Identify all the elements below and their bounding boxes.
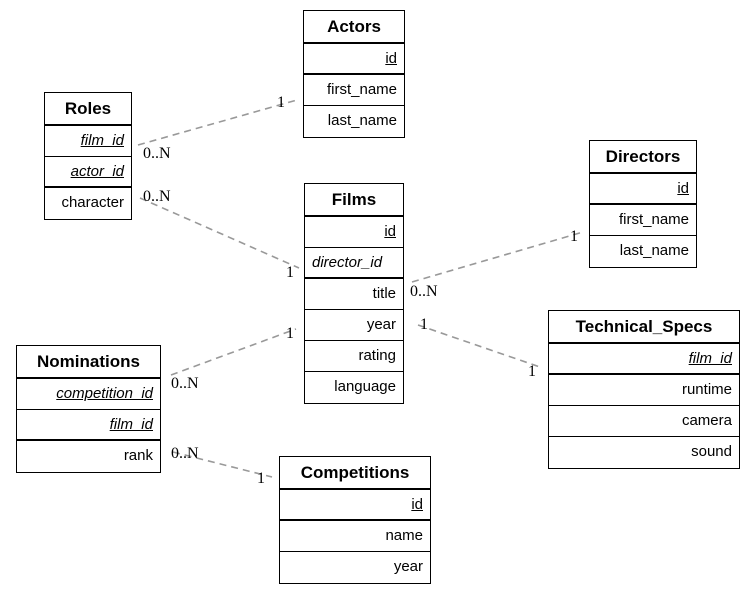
entity-title-directors: Directors — [590, 141, 696, 174]
attribute-films-year[interactable]: year — [305, 310, 403, 341]
attribute-competitions-name[interactable]: name — [280, 521, 430, 552]
relationship-line-films-directors — [411, 231, 584, 283]
attribute-nominations-competition_id[interactable]: competition_id — [17, 379, 160, 410]
attribute-actors-last_name[interactable]: last_name — [304, 106, 404, 137]
attribute-films-director_id[interactable]: director_id — [305, 248, 403, 279]
attribute-technical_specs-camera[interactable]: camera — [549, 406, 739, 437]
cardinality-films-technical_specs-target: 1 — [528, 363, 536, 380]
cardinality-nominations-competitions-target: 1 — [257, 470, 265, 487]
attribute-nominations-film_id[interactable]: film_id — [17, 410, 160, 441]
attribute-technical_specs-runtime[interactable]: runtime — [549, 375, 739, 406]
attribute-actors-first_name[interactable]: first_name — [304, 75, 404, 106]
attribute-films-title[interactable]: title — [305, 279, 403, 310]
attribute-roles-actor_id[interactable]: actor_id — [45, 157, 131, 188]
entity-title-roles: Roles — [45, 93, 131, 126]
entity-title-films: Films — [305, 184, 403, 217]
attribute-directors-id[interactable]: id — [590, 174, 696, 205]
cardinality-roles-films-source: 0..N — [143, 188, 171, 205]
relationship-line-films-technical_specs — [417, 324, 541, 368]
cardinality-nominations-competitions-source: 0..N — [171, 445, 199, 462]
attribute-films-id[interactable]: id — [305, 217, 403, 248]
attribute-directors-first_name[interactable]: first_name — [590, 205, 696, 236]
cardinality-roles-actors-source: 0..N — [143, 145, 171, 162]
attribute-films-language[interactable]: language — [305, 372, 403, 403]
entity-title-actors: Actors — [304, 11, 404, 44]
cardinality-films-directors-target: 1 — [570, 228, 578, 245]
cardinality-roles-actors-target: 1 — [277, 94, 285, 111]
attribute-roles-film_id[interactable]: film_id — [45, 126, 131, 157]
attribute-technical_specs-film_id[interactable]: film_id — [549, 344, 739, 375]
attribute-roles-character[interactable]: character — [45, 188, 131, 219]
cardinality-films-technical_specs-source: 1 — [420, 316, 428, 333]
entity-title-competitions: Competitions — [280, 457, 430, 490]
cardinality-nominations-films-target: 1 — [286, 325, 294, 342]
entity-title-nominations: Nominations — [17, 346, 160, 379]
attribute-films-rating[interactable]: rating — [305, 341, 403, 372]
relationship-line-nominations-films — [170, 328, 297, 376]
attribute-technical_specs-sound[interactable]: sound — [549, 437, 739, 468]
cardinality-nominations-films-source: 0..N — [171, 375, 199, 392]
attribute-competitions-id[interactable]: id — [280, 490, 430, 521]
cardinality-films-directors-source: 0..N — [410, 283, 438, 300]
entity-title-technical_specs: Technical_Specs — [549, 311, 739, 344]
attribute-directors-last_name[interactable]: last_name — [590, 236, 696, 267]
cardinality-roles-films-target: 1 — [286, 264, 294, 281]
attribute-nominations-rank[interactable]: rank — [17, 441, 160, 472]
attribute-actors-id[interactable]: id — [304, 44, 404, 75]
attribute-competitions-year[interactable]: year — [280, 552, 430, 583]
relationship-line-roles-films — [139, 197, 300, 269]
relationship-line-roles-actors — [137, 99, 298, 146]
